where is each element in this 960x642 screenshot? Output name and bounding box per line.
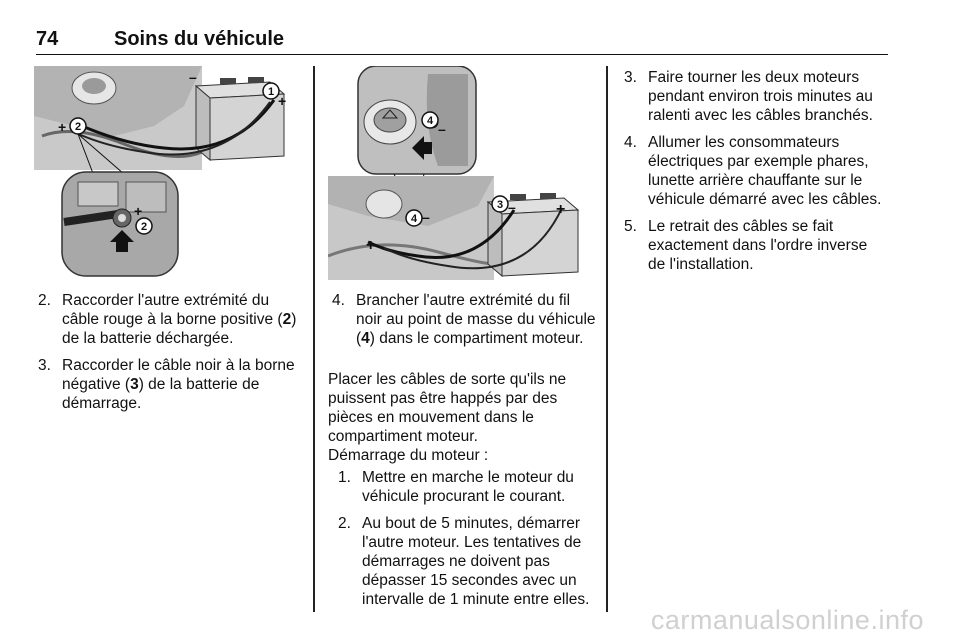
list-item: 2. Raccorder l'autre extrémité du câble … bbox=[38, 291, 304, 348]
list-item: 2. Au bout de 5 minutes, démarrer l'autr… bbox=[338, 514, 600, 609]
step-number: 4. bbox=[624, 134, 637, 151]
svg-text:–: – bbox=[438, 121, 446, 137]
col3-steps: 3. Faire tourner les deux moteurs pendan… bbox=[624, 68, 888, 282]
label-2: 2 bbox=[75, 121, 81, 133]
step-text: Mettre en marche le moteur du véhicule p… bbox=[362, 469, 574, 505]
step-number: 3. bbox=[38, 357, 51, 374]
page-title: Soins du véhicule bbox=[114, 28, 285, 50]
svg-text:+: + bbox=[278, 93, 286, 109]
list-item: 3. Faire tourner les deux moteurs pendan… bbox=[624, 68, 888, 125]
step-number: 1. bbox=[338, 469, 351, 486]
column-divider bbox=[606, 66, 608, 612]
step-number: 3. bbox=[624, 69, 637, 86]
col2-substeps: 1. Mettre en marche le moteur du véhicul… bbox=[338, 468, 600, 617]
step-number: 2. bbox=[38, 292, 51, 309]
col1-steps: 2. Raccorder l'autre extrémité du câble … bbox=[38, 291, 304, 421]
step-text: Faire tourner les deux moteurs pendant e… bbox=[648, 69, 873, 124]
step-number: 4. bbox=[332, 292, 345, 309]
label-3: 3 bbox=[497, 199, 503, 211]
step-text: Raccorder le câble noir à la borne négat… bbox=[62, 357, 295, 393]
svg-text:+: + bbox=[366, 237, 375, 254]
label-4-inset: 4 bbox=[427, 115, 434, 127]
label-1: 1 bbox=[268, 86, 274, 98]
step-text: Au bout de 5 minutes, démarrer l'autre m… bbox=[362, 515, 590, 608]
svg-text:+: + bbox=[556, 201, 565, 218]
step-text: Le retrait des câbles se fait exactement… bbox=[648, 218, 868, 273]
svg-text:–: – bbox=[189, 69, 197, 85]
list-item: 1. Mettre en marche le moteur du véhicul… bbox=[338, 468, 600, 506]
ref-number: 2 bbox=[282, 311, 292, 328]
svg-text:+: + bbox=[58, 119, 66, 135]
step-text: ) de la batterie déchargée. bbox=[62, 311, 297, 347]
ground-point-illustration: 4 – 3 – + 4 – + bbox=[328, 66, 580, 280]
label-4: 4 bbox=[411, 213, 418, 225]
page-header: 74 Soins du véhicule bbox=[36, 28, 888, 55]
step-text: ) dans le compartiment moteur. bbox=[369, 330, 584, 347]
list-item: 4. Allumer les consommateurs électriques… bbox=[624, 133, 888, 209]
column-divider bbox=[313, 66, 315, 612]
list-item: 3. Raccorder le câble noir à la borne né… bbox=[38, 356, 304, 413]
step-text: Raccorder l'autre extrémité du câble rou… bbox=[62, 292, 283, 328]
battery-connection-illustration: 1 + – + 2 + 2 bbox=[34, 66, 286, 277]
page-number: 74 bbox=[36, 28, 59, 50]
svg-text:+: + bbox=[134, 203, 142, 219]
cable-placement-note: Placer les câbles de sorte qu'ils ne pui… bbox=[328, 371, 567, 445]
step-text: Brancher l'autre extrémité du fil noir a… bbox=[356, 292, 596, 347]
list-item: 4. Brancher l'autre extrémité du fil noi… bbox=[332, 291, 598, 348]
watermark: carmanualsonline.info bbox=[650, 605, 924, 635]
svg-text:–: – bbox=[508, 199, 516, 215]
step-text: ) de la batterie de démarrage. bbox=[62, 376, 260, 412]
col2-steps: 4. Brancher l'autre extrémité du fil noi… bbox=[332, 291, 598, 356]
step-number: 5. bbox=[624, 218, 637, 235]
ref-number: 4 bbox=[361, 330, 370, 347]
list-item: 5. Le retrait des câbles se fait exactem… bbox=[624, 217, 888, 274]
step-text: Allumer les consommateurs électriques pa… bbox=[648, 134, 882, 208]
svg-text:–: – bbox=[422, 209, 430, 225]
label-2-inset: 2 bbox=[141, 221, 147, 233]
step-number: 2. bbox=[338, 515, 351, 532]
ref-number: 3 bbox=[130, 376, 139, 393]
engine-start-heading: Démarrage du moteur : bbox=[328, 447, 489, 464]
